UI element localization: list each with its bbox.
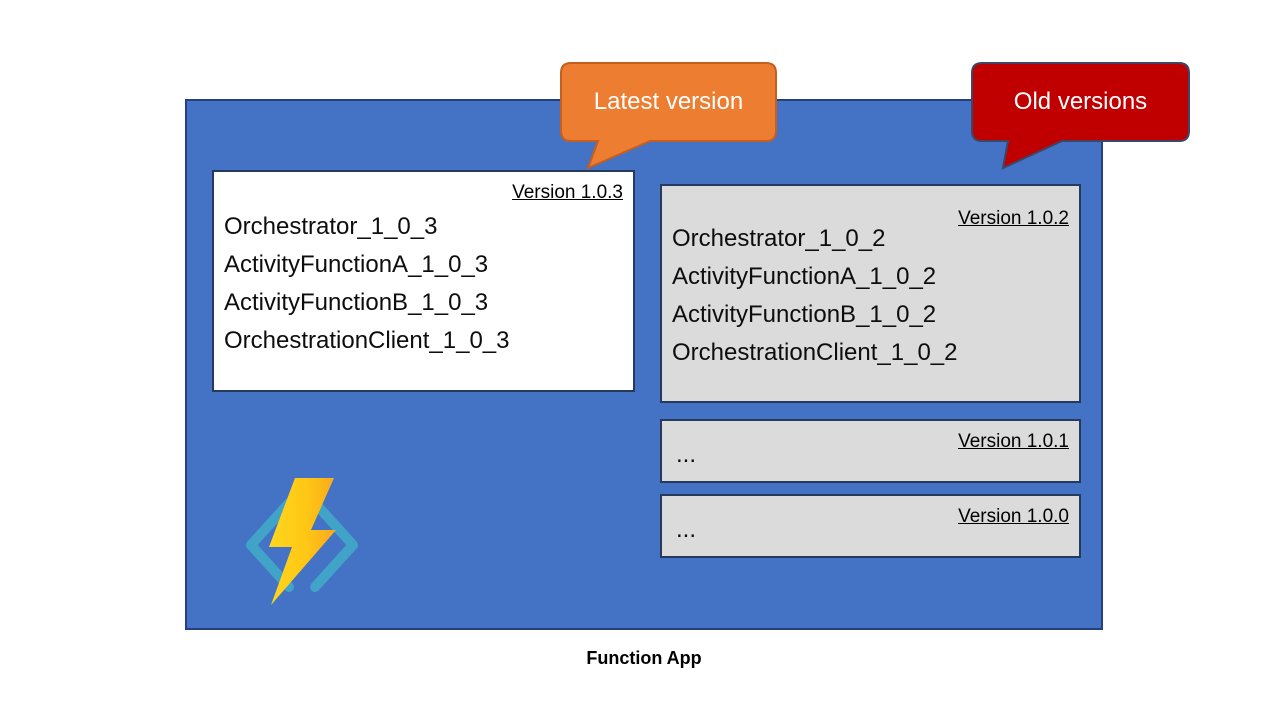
function-name: ActivityFunctionA_1_0_3	[224, 251, 489, 278]
function-name: Orchestrator_1_0_2	[672, 225, 886, 252]
collapsed-functions-ellipsis: ...	[676, 441, 697, 468]
latest-version-callout: Latest version	[556, 58, 786, 178]
right-angle-bracket-icon	[310, 498, 358, 592]
function-list: Orchestrator_1_0_3 ActivityFunctionA_1_0…	[224, 208, 510, 360]
version-box-1-0-3: Version 1.0.3 Orchestrator_1_0_3 Activit…	[212, 170, 635, 392]
lightning-bolt-icon	[269, 478, 336, 605]
function-name: Orchestrator_1_0_3	[224, 213, 438, 240]
azure-functions-icon	[246, 478, 358, 605]
function-name: ActivityFunctionB_1_0_2	[672, 301, 937, 328]
latest-version-callout-label: Latest version	[593, 88, 744, 115]
function-name: ActivityFunctionB_1_0_3	[224, 289, 489, 316]
speech-bubble-shape	[560, 62, 777, 170]
speech-bubble-shape	[971, 62, 1190, 170]
old-versions-callout-label: Old versions	[1013, 88, 1148, 115]
version-box-1-0-2: Version 1.0.2 Orchestrator_1_0_2 Activit…	[660, 184, 1081, 403]
function-list: Orchestrator_1_0_2 ActivityFunctionA_1_0…	[672, 220, 958, 372]
version-label: Version 1.0.0	[958, 506, 1069, 527]
function-name: OrchestrationClient_1_0_3	[224, 327, 510, 354]
collapsed-functions-ellipsis: ...	[676, 516, 697, 543]
version-box-1-0-0: Version 1.0.0 ...	[660, 494, 1081, 558]
function-name: OrchestrationClient_1_0_2	[672, 339, 958, 366]
left-angle-bracket-icon	[246, 498, 294, 592]
version-label: Version 1.0.2	[958, 208, 1069, 229]
function-name: ActivityFunctionA_1_0_2	[672, 263, 937, 290]
function-app-caption: Function App	[586, 648, 702, 668]
version-box-1-0-1: Version 1.0.1 ...	[660, 419, 1081, 483]
old-versions-callout: Old versions	[967, 58, 1197, 178]
version-label: Version 1.0.1	[958, 431, 1069, 452]
version-label: Version 1.0.3	[512, 182, 623, 203]
